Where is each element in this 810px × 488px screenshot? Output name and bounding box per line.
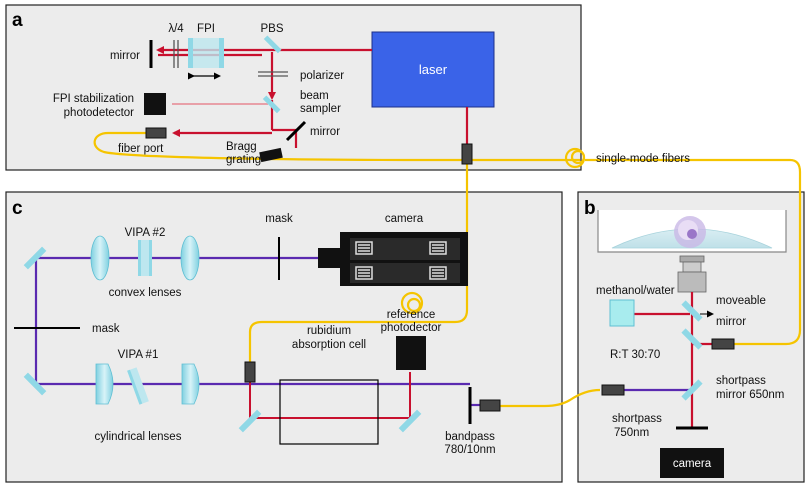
label-beam-sampler-1: beam bbox=[300, 90, 329, 102]
label-shortpass-mirror-2: mirror 650nm bbox=[716, 389, 784, 401]
label-shortpass-750-1: shortpass bbox=[612, 413, 662, 425]
fpi-photodetector-icon bbox=[144, 93, 166, 115]
panel-label-b: b bbox=[584, 198, 596, 219]
mirror-c-bottom-right bbox=[398, 409, 422, 433]
label-fpi: FPI bbox=[197, 23, 215, 35]
fiber-port-b-bottom bbox=[601, 384, 625, 396]
camera-c-icon bbox=[318, 232, 468, 286]
pbs bbox=[263, 35, 282, 54]
vipa-1 bbox=[127, 367, 149, 405]
label-fpi-stab-1: FPI stabilization bbox=[53, 93, 134, 105]
label-mask-mid: mask bbox=[92, 323, 120, 335]
label-shortpass-mirror-1: shortpass bbox=[716, 375, 766, 387]
fpi-cavity bbox=[188, 38, 224, 68]
red-beams-c bbox=[249, 372, 411, 419]
panel-label-c: c bbox=[12, 198, 23, 219]
right-mirror bbox=[285, 120, 307, 142]
panel-label-a: a bbox=[12, 10, 23, 31]
beam-sampler bbox=[262, 95, 281, 114]
mirror-c-bottom-mid bbox=[238, 409, 262, 433]
label-mirror-left: mirror bbox=[110, 50, 140, 62]
label-ref-pd-2: photodector bbox=[381, 322, 442, 334]
mirror-c-top-left bbox=[23, 246, 47, 270]
label-fiber-port: fiber port bbox=[118, 143, 164, 155]
fiber-port-icon bbox=[145, 127, 167, 139]
label-single-mode-fibers: single-mode fibers bbox=[596, 153, 690, 165]
label-methanol: methanol/water bbox=[596, 285, 675, 297]
methanol-water-cell bbox=[609, 299, 635, 327]
label-vipa2: VIPA #2 bbox=[125, 227, 166, 239]
rubidium-cell bbox=[279, 379, 379, 445]
label-rubidium-2: absorption cell bbox=[292, 339, 366, 351]
label-convex-lenses: convex lenses bbox=[109, 287, 182, 299]
label-camera-c: camera bbox=[385, 213, 424, 225]
convex-lens-1 bbox=[90, 235, 110, 281]
label-mask-top: mask bbox=[265, 213, 293, 225]
label-moveable-1: moveable bbox=[716, 295, 766, 307]
label-pbs: PBS bbox=[260, 23, 283, 35]
label-bandpass-2: 780/10nm bbox=[444, 444, 495, 456]
fiber-port-c bbox=[479, 399, 501, 412]
label-bragg-2: grating bbox=[226, 154, 261, 166]
laser-label: laser bbox=[419, 62, 448, 77]
cylindrical-lens-2 bbox=[181, 363, 200, 405]
laser-fiber-coupler bbox=[461, 143, 473, 165]
label-polarizer: polarizer bbox=[300, 70, 344, 82]
convex-lens-2 bbox=[180, 235, 200, 281]
cylindrical-lens-1 bbox=[95, 363, 114, 405]
bragg-grating bbox=[259, 147, 283, 163]
label-camera-b: camera bbox=[673, 458, 712, 470]
label-moveable-2: mirror bbox=[716, 316, 746, 328]
camera-b-icon bbox=[660, 448, 724, 478]
label-shortpass-750-2: 750nm bbox=[614, 427, 649, 439]
label-bandpass-1: bandpass bbox=[445, 431, 495, 443]
label-bragg-1: Bragg bbox=[226, 141, 257, 153]
moveable-mirror bbox=[681, 300, 703, 322]
label-fpi-stab-2: photodetector bbox=[64, 107, 135, 119]
vipa-2 bbox=[138, 240, 152, 276]
label-mirror-right: mirror bbox=[310, 126, 340, 138]
fiber-coupler-c bbox=[244, 361, 256, 383]
objective-icon bbox=[677, 255, 707, 293]
rt-beamsplitter bbox=[681, 328, 703, 350]
label-cylindrical-lenses: cylindrical lenses bbox=[95, 431, 182, 443]
label-rubidium-1: rubidium bbox=[307, 325, 351, 337]
mirror-c-bottom-left bbox=[23, 372, 47, 396]
fiber-port-b-top bbox=[711, 338, 735, 350]
shortpass-mirror-650 bbox=[681, 379, 703, 401]
sample-cell-icon bbox=[597, 210, 787, 253]
label-quarter-wave: λ/4 bbox=[168, 23, 184, 35]
panel-a-box bbox=[5, 4, 582, 171]
label-vipa1: VIPA #1 bbox=[118, 349, 159, 361]
fiber-cables bbox=[93, 131, 802, 408]
label-beam-sampler-2: sampler bbox=[300, 103, 341, 115]
label-ref-pd-1: reference bbox=[387, 309, 436, 321]
label-rt: R:T 30:70 bbox=[610, 349, 660, 361]
laser-box bbox=[371, 31, 495, 108]
reference-photodetector-icon bbox=[396, 336, 426, 370]
